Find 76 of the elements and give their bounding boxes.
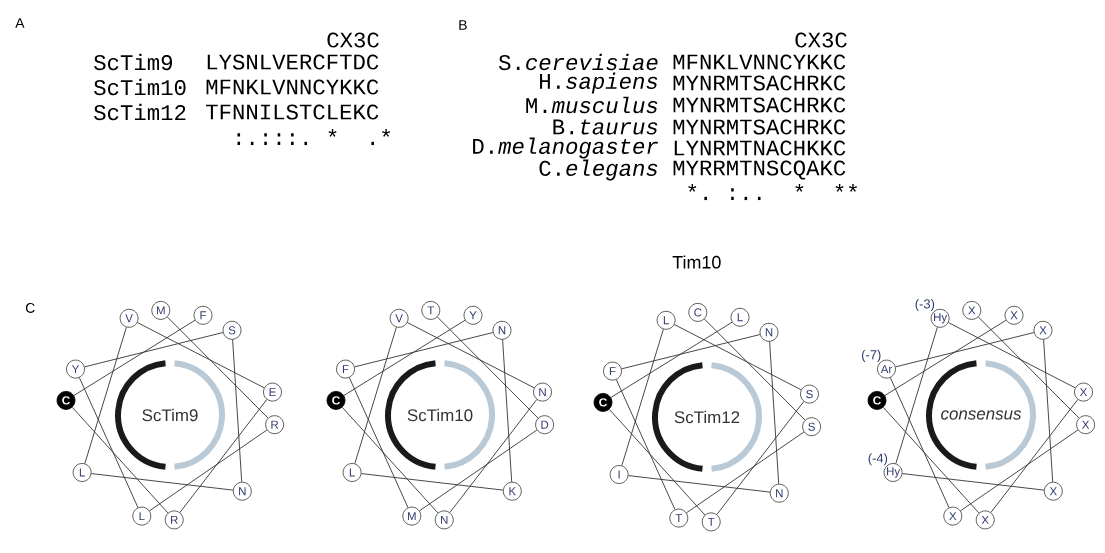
sequence-text: MYNRMTSACHRKC [673, 97, 846, 113]
connector-line [407, 322, 535, 389]
connector-line [889, 377, 950, 508]
species-name: D.melanogaster [473, 137, 658, 159]
conservation-marks: :.:::. * .* [237, 128, 391, 146]
sequence-text: MFNKLVNNCYKKC [673, 54, 846, 70]
position-label: (-4) [868, 453, 888, 466]
connector-line [354, 332, 494, 368]
connector-line [686, 431, 805, 514]
sequence-text: MYRRMTNSCQAKC [673, 160, 846, 180]
connector-line [960, 429, 1079, 512]
connector-line [449, 399, 538, 513]
species-name: C.elegans [539, 159, 658, 181]
species-name: H.sapiens [540, 72, 658, 94]
position-label: (-7) [861, 349, 881, 362]
sequence-text: MYNRMTSACHRKC [673, 75, 846, 91]
connector-line [608, 408, 706, 516]
connector-line [902, 473, 1045, 491]
connector-line [948, 322, 1076, 389]
connector-line [354, 326, 397, 464]
connector-line [73, 319, 196, 396]
connector-line [84, 326, 127, 464]
connector-line [895, 332, 1035, 368]
connector-line [137, 322, 265, 389]
sequence-name: ScTim9 [94, 53, 172, 71]
species-name: S.cerevisiae [498, 53, 658, 71]
connector-line [977, 316, 1080, 419]
sequence-text: MYNRMTSACHRKC [673, 119, 846, 135]
connector-line [610, 321, 733, 398]
connector-line [232, 339, 243, 483]
panel-letter: C [25, 303, 35, 313]
connector-line [628, 475, 771, 493]
connector-line [769, 341, 780, 485]
species-name: M.musculus [526, 96, 658, 114]
motif-label: CX3C [327, 32, 379, 48]
connector-line [78, 377, 139, 508]
connector-line [1043, 339, 1054, 483]
connector-line [615, 379, 676, 510]
connector-line [341, 406, 439, 514]
sequence-text: MFNKLVNNCYKKC [206, 79, 379, 95]
protein-label: Tim10 [672, 255, 721, 269]
connector-line [621, 334, 761, 370]
connector-line [882, 406, 980, 514]
ring-label: ScTim12 [674, 410, 740, 424]
connector-line [621, 328, 664, 466]
connector-line [179, 399, 268, 513]
ring-label: ScTim10 [407, 408, 473, 422]
connector-line [84, 332, 224, 368]
sequence-name: ScTim12 [94, 103, 186, 121]
connector-line [437, 316, 539, 419]
connector-line [895, 326, 938, 464]
connector-line [674, 324, 802, 391]
connector-line [704, 318, 806, 421]
connector-line [884, 319, 1007, 396]
connector-line [343, 319, 466, 396]
connector-line [990, 399, 1079, 513]
connector-line [149, 429, 268, 512]
connector-line [348, 377, 409, 508]
species-name: B.taurus [553, 119, 658, 135]
connector-line [91, 473, 234, 491]
connector-line [716, 401, 805, 515]
panel-letter: B [459, 20, 467, 30]
ring-label: consensus [941, 410, 1022, 420]
sequence-text: LYNRMTNACHKKC [674, 140, 846, 156]
connector-line [167, 316, 269, 419]
connector-line [71, 406, 169, 514]
connector-line [419, 429, 538, 512]
connector-line [502, 339, 513, 483]
motif-label: CX3C [795, 32, 847, 48]
sequence-text: TFNNILSTCLEKC [206, 104, 379, 120]
sequence-text: LYSNLVERCFTDC [207, 54, 379, 70]
panel-letter: A [15, 18, 25, 28]
connector-line [361, 473, 504, 491]
ring-label: ScTim9 [142, 408, 198, 422]
conservation-marks: *. :.. * ** [688, 183, 857, 201]
sequence-name: ScTim10 [94, 78, 186, 96]
